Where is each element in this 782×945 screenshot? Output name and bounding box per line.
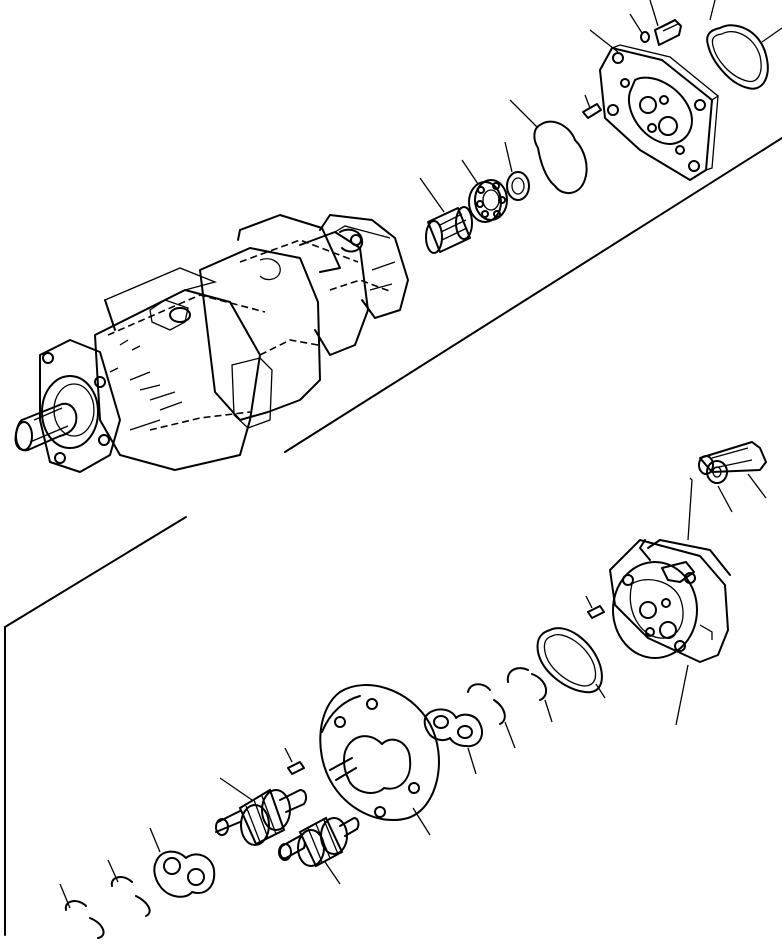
dowel-pin-bottom-right: [585, 595, 605, 619]
snap-ring-mid-2: [467, 683, 506, 725]
pump-assembly: [14, 214, 409, 473]
bolt-bottom: [698, 441, 767, 499]
snap-ring-mid-1: [506, 667, 548, 701]
seal-ring-bottom-left: [149, 827, 216, 898]
seal-ring-top: [706, 24, 769, 90]
cover-bottom: [609, 539, 731, 726]
bolt-top: [654, 19, 682, 46]
dowel-pin-bottom-left: [284, 747, 305, 775]
top-section: [14, 0, 782, 473]
gasket-top: [533, 120, 588, 194]
driven-gear: [278, 816, 360, 885]
snap-ring-left-2: [64, 900, 105, 939]
leader-washer-top: [629, 13, 643, 34]
bottom-section: [4, 441, 767, 939]
section-divider-top: [284, 137, 782, 453]
leader-bolt-top: [649, 0, 659, 27]
needle-bearing-top: [419, 177, 473, 254]
drive-gear: [215, 757, 357, 846]
snap-ring-left-1: [110, 876, 151, 917]
washer-top-small: [640, 31, 650, 43]
gear-housing: [319, 684, 440, 836]
cover-top: [589, 29, 720, 181]
bushing-plate: [423, 708, 484, 775]
seal-ring-bottom: [536, 627, 603, 694]
dowel-pin-top: [582, 94, 602, 119]
washer-bottom: [706, 460, 733, 513]
thrust-washer-top: [506, 171, 530, 201]
ball-bearing-top: [461, 159, 508, 223]
section-divider-bottom: [4, 516, 187, 628]
